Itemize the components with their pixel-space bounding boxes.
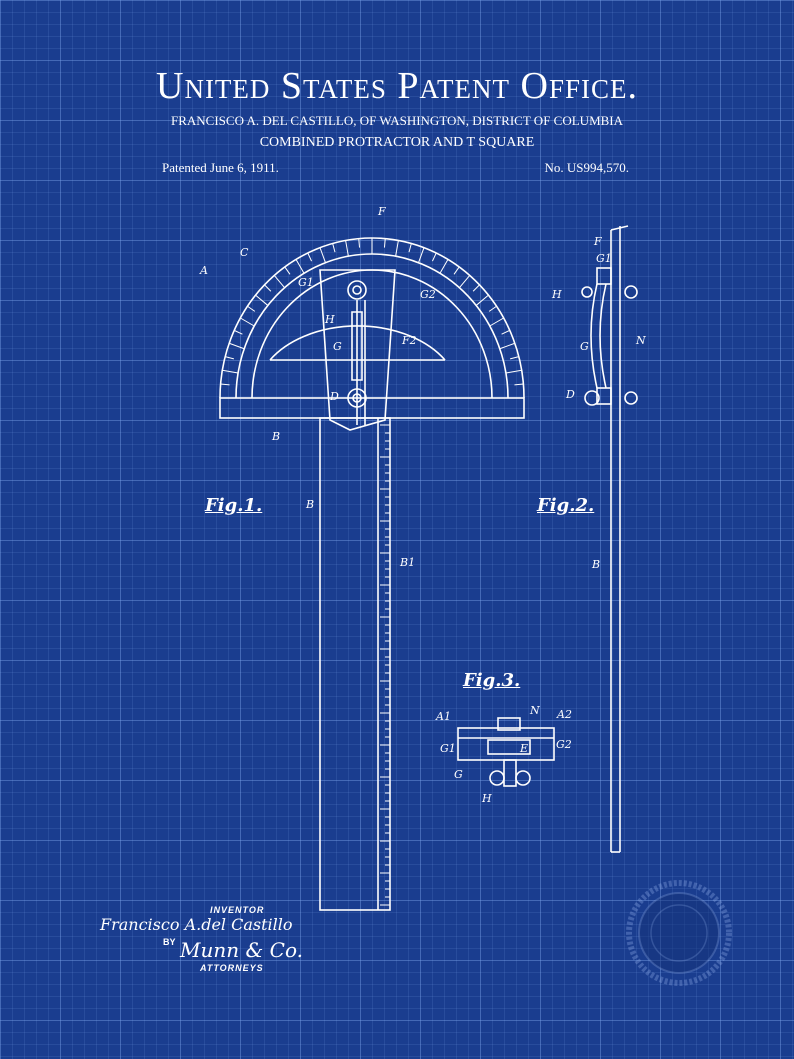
- ref-letter-c: C: [240, 246, 249, 259]
- ref-letter-g1-side: G1: [596, 252, 612, 265]
- protractor-tick: [247, 305, 256, 312]
- protractor-tick: [345, 240, 349, 257]
- protractor-tick: [408, 243, 412, 253]
- cross-section-figure: [457, 717, 555, 787]
- protractor-tick: [383, 238, 386, 248]
- protractor-tick: [222, 369, 239, 374]
- fig-2-label: Fig.2.: [537, 495, 595, 516]
- attorney-signature: Munn & Co.: [180, 938, 303, 962]
- ref-letter-b: B: [271, 430, 280, 443]
- protractor-tick: [418, 247, 425, 263]
- protractor-tick: [319, 247, 326, 263]
- protractor-tick: [439, 259, 449, 274]
- ref-letter-d-side: D: [565, 388, 575, 401]
- ref-letter-g-side: G: [580, 340, 589, 353]
- protractor-tick: [489, 317, 504, 327]
- protractor-tick: [307, 252, 313, 262]
- ref-letter-f: F: [377, 205, 386, 218]
- ref-letter-g: G: [333, 340, 342, 353]
- protractor-tick: [395, 240, 399, 257]
- t-square-blade: [319, 417, 391, 911]
- ref-letter-h: H: [324, 313, 335, 326]
- inventor-signature: Francisco A.del Castillo: [100, 915, 293, 934]
- attorneys-caption: ATTORNEYS: [200, 963, 264, 973]
- ref-letter-n-section: N: [529, 704, 540, 717]
- ref-letter-a1: A1: [435, 710, 451, 723]
- ref-letter-b-blade: B: [305, 498, 314, 511]
- inventor-caption: INVENTOR: [210, 905, 265, 915]
- protractor-tick: [459, 275, 471, 289]
- ref-letter-f2: F2: [401, 334, 417, 347]
- ref-letter-n-side: N: [635, 334, 646, 347]
- protractor-figure: [219, 237, 525, 419]
- patented-date: Patented June 6, 1911.: [162, 160, 279, 175]
- protractor-tick: [499, 342, 516, 350]
- protractor-tick: [488, 305, 497, 312]
- fig-3-label: Fig.3.: [463, 670, 521, 691]
- ref-letter-h-side: H: [551, 288, 562, 301]
- ref-letter-f-side: F: [593, 235, 602, 248]
- ref-letter-b1: B1: [399, 556, 415, 569]
- ref-letter-h-section: H: [481, 792, 492, 805]
- protractor-tick: [505, 369, 522, 374]
- protractor-tick: [514, 383, 524, 386]
- ref-letter-e: E: [519, 742, 528, 755]
- protractor-tick: [240, 317, 255, 327]
- protractor-tick: [255, 294, 269, 306]
- fig-1-label: Fig.1.: [205, 495, 263, 516]
- patent-number: No. US994,570.: [544, 160, 629, 175]
- ref-letter-g2-section: G2: [556, 738, 572, 751]
- document-title: United States Patent Office.: [156, 65, 638, 107]
- protractor-tick: [332, 243, 336, 253]
- ref-letter-g1: G1: [298, 276, 314, 289]
- ref-letter-g-section: G: [454, 768, 463, 781]
- protractor-tick: [264, 284, 272, 292]
- side-view-figure: [581, 225, 638, 853]
- invention-name: COMBINED PROTRACTOR AND T SQUARE: [259, 135, 535, 150]
- ref-letter-d: D: [329, 390, 339, 403]
- protractor-arm: [319, 269, 396, 431]
- inventor-line: FRANCISCO A. DEL CASTILLO, OF WASHINGTON…: [170, 113, 624, 128]
- protractor-tick: [225, 356, 235, 360]
- ref-letter-g1-section: G1: [440, 742, 456, 755]
- by-label: BY: [163, 937, 176, 947]
- patent-seal-icon: [626, 880, 732, 986]
- reference-letters: A C F G1 G2 H G F2 D B B B1 F G1 H G N D…: [199, 205, 646, 805]
- protractor-tick: [234, 329, 243, 335]
- protractor-tick: [358, 238, 361, 248]
- protractor-tick: [453, 266, 460, 275]
- ref-letter-b-side: B: [591, 558, 600, 571]
- ref-letter-a: A: [199, 264, 208, 277]
- ref-letter-a2: A2: [556, 708, 572, 721]
- protractor-tick: [431, 252, 437, 262]
- protractor-tick: [273, 275, 285, 289]
- protractor-tick: [509, 356, 519, 360]
- protractor-tick: [501, 329, 510, 335]
- protractor-tick: [472, 284, 480, 292]
- protractor-tick: [295, 259, 305, 274]
- protractor-tick: [475, 294, 489, 306]
- protractor-tick: [228, 342, 245, 350]
- ref-letter-g2: G2: [420, 288, 436, 301]
- protractor-tick: [284, 266, 291, 275]
- protractor-tick: [220, 383, 230, 386]
